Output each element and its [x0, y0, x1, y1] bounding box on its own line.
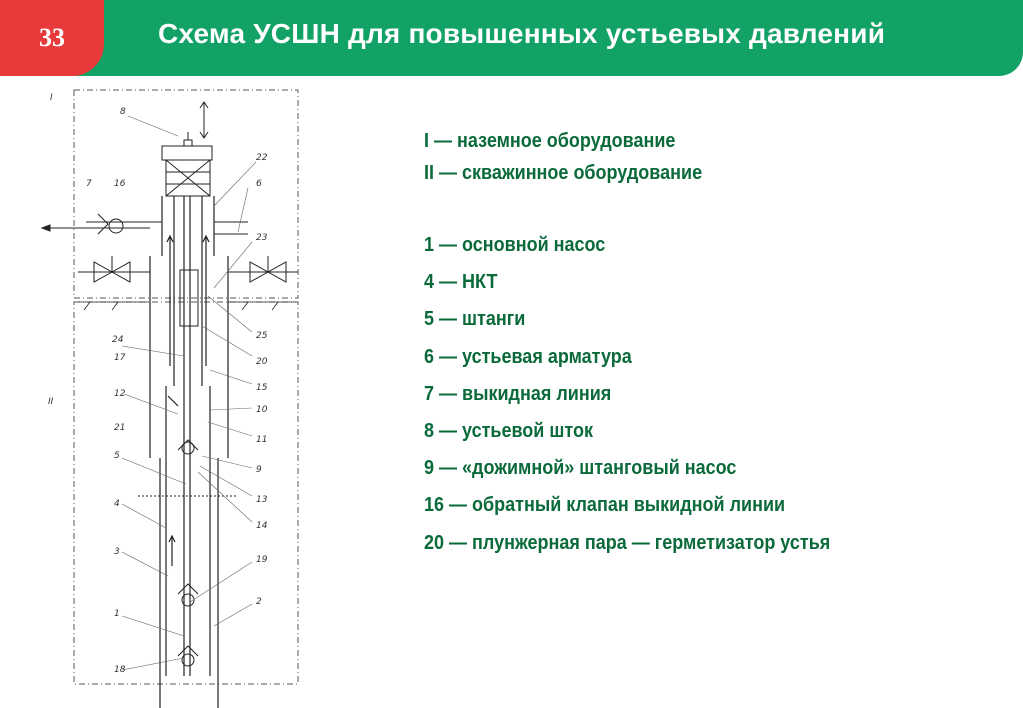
- pump-schematic: I II 8 22 7 16 6 23 24 25 17 20 15 12 10…: [40, 89, 299, 708]
- callout-17: 17: [114, 353, 126, 363]
- callout-22: 22: [256, 153, 268, 163]
- callout-10: 10: [256, 405, 268, 415]
- legend-item: 16 — обратный клапан выкидной линии: [424, 494, 786, 517]
- legend-item: 5 — штанги: [424, 308, 526, 331]
- callout-2: 2: [256, 597, 262, 607]
- zone-boundaries: [73, 89, 299, 685]
- callout-16: 16: [114, 179, 126, 189]
- callout-11: 11: [256, 435, 267, 445]
- callout-labels: 8 22 7 16 6 23 24 25 17 20 15 12 10 21 1…: [86, 107, 268, 675]
- legend-item: 7 — выкидная линия: [424, 382, 612, 405]
- callout-4: 4: [114, 499, 120, 509]
- callout-3: 3: [114, 547, 120, 557]
- callout-12: 12: [114, 389, 126, 399]
- legend: I — наземное оборудование II — скважинно…: [424, 125, 830, 562]
- callout-6: 6: [256, 179, 262, 189]
- plunger-pair: [179, 269, 199, 327]
- zone-label-2: II: [48, 397, 54, 407]
- callout-9: 9: [256, 465, 262, 475]
- callout-23: 23: [256, 233, 268, 243]
- tubing-string: [149, 196, 229, 708]
- legend-zone-1: I — наземное оборудование: [424, 130, 676, 152]
- callout-25: 25: [256, 331, 268, 341]
- legend-item: 1 — основной насос: [424, 234, 606, 256]
- legend-item: 8 — устьевой шток: [424, 419, 593, 442]
- callout-19: 19: [256, 555, 268, 565]
- page-number-badge: 33: [0, 0, 104, 76]
- ground-level: [78, 301, 296, 311]
- legend-zone-2: II — скважинное оборудование: [424, 162, 703, 184]
- callout-21: 21: [114, 423, 125, 433]
- wellhead-head: [161, 101, 213, 197]
- check-valves: [177, 439, 199, 667]
- callout-5: 5: [114, 451, 120, 461]
- callout-14: 14: [256, 521, 268, 531]
- callout-15: 15: [256, 383, 268, 393]
- flow-arrows: [166, 234, 210, 566]
- slide-title: Схема УСШН для повышенных устьевых давле…: [158, 18, 886, 49]
- callout-7: 7: [86, 179, 92, 189]
- zone-label-1: I: [50, 93, 53, 103]
- callout-leaders: [121, 115, 257, 671]
- legend-item: 20 — плунжерная пара — герметизатор усть…: [424, 531, 831, 554]
- header-bar: [0, 0, 1023, 76]
- callout-24: 24: [112, 335, 124, 345]
- callout-20: 20: [256, 357, 268, 367]
- flow-lines: [40, 221, 298, 273]
- callout-8: 8: [120, 107, 126, 117]
- callout-13: 13: [256, 495, 268, 505]
- callout-18: 18: [114, 665, 126, 675]
- legend-item: 4 — НКТ: [424, 271, 498, 294]
- legend-item: 9 — «дожимной» штанговый насос: [424, 457, 737, 480]
- legend-item: 6 — устьевая арматура: [424, 345, 632, 368]
- valves: [93, 213, 287, 283]
- callout-1: 1: [114, 609, 120, 619]
